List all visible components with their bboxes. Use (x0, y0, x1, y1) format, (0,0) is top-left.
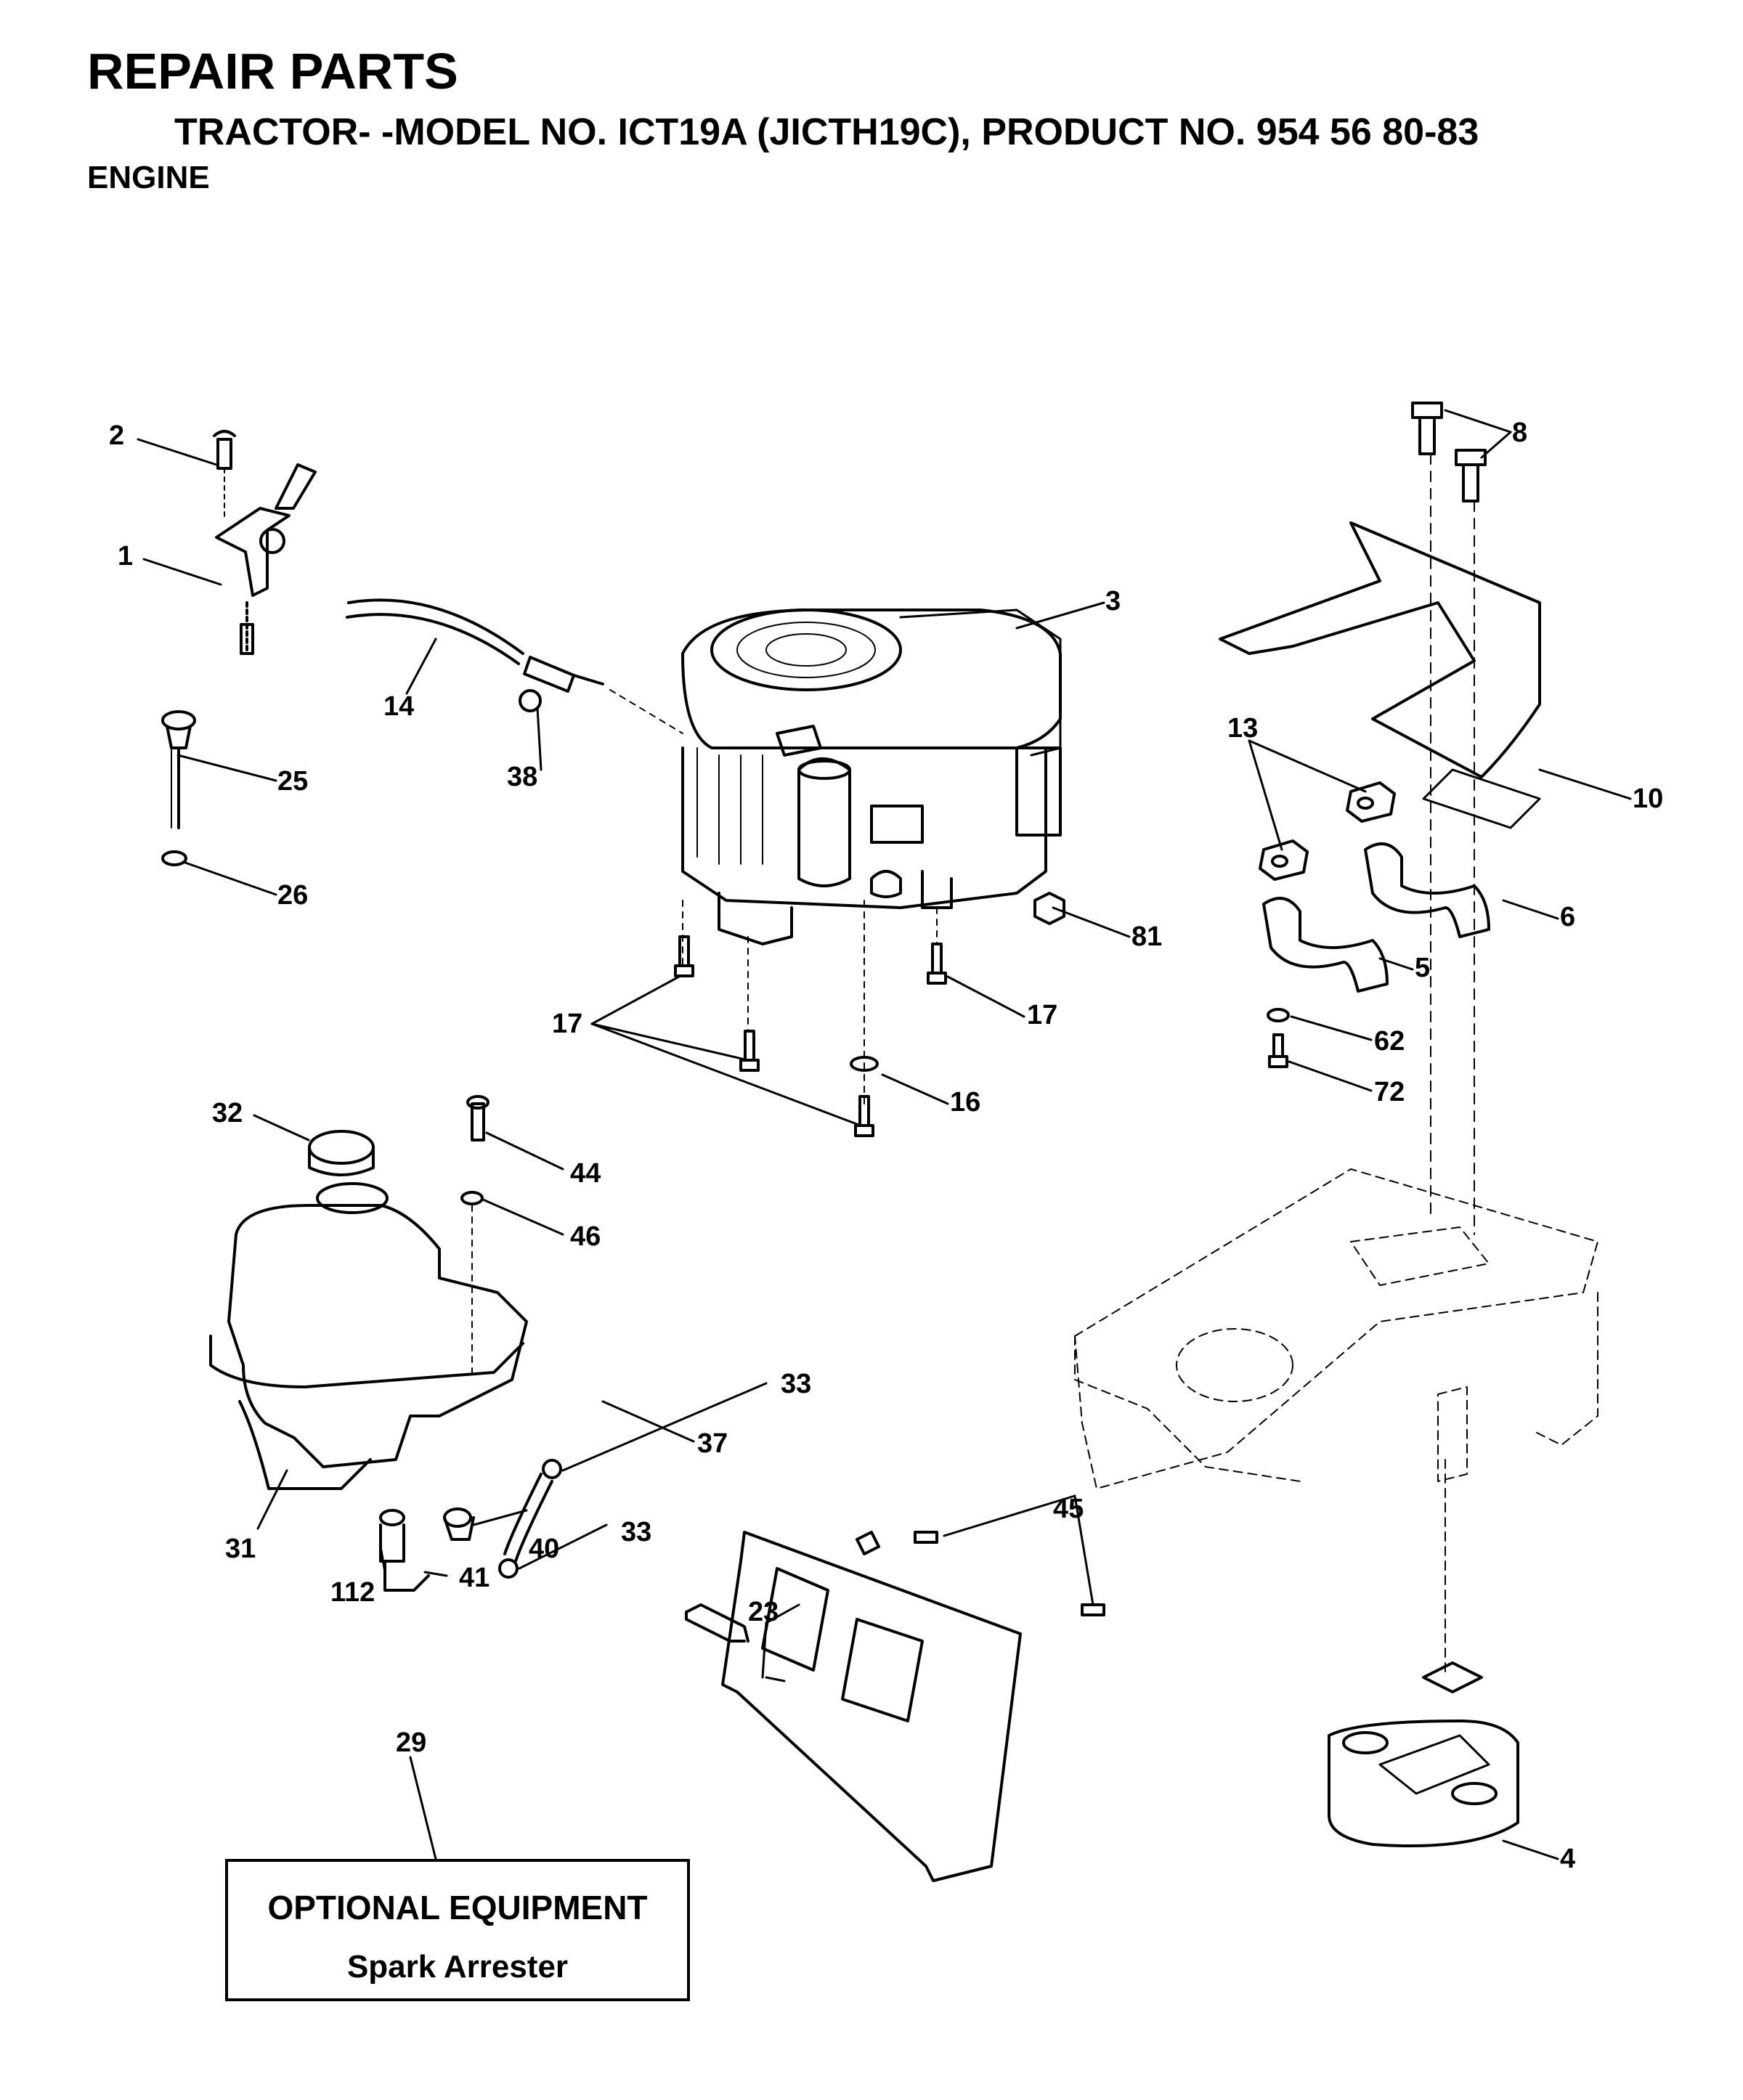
callout-72: 72 (1374, 1077, 1405, 1107)
fuel-hose (379, 1459, 562, 1592)
callout-38: 38 (507, 762, 537, 792)
heat-shield (1219, 402, 1541, 1235)
callout-46: 46 (570, 1221, 601, 1252)
callout-32: 32 (212, 1098, 243, 1128)
callout-13: 13 (1227, 713, 1258, 744)
callout-8: 8 (1512, 418, 1527, 448)
callout-37: 37 (697, 1428, 728, 1459)
callout-41: 41 (459, 1563, 489, 1593)
section-heading: ENGINE (87, 160, 210, 195)
fuel-line (346, 598, 604, 712)
optional-equipment-heading: OPTIONAL EQUIPMENT (267, 1889, 648, 1926)
muffler (1328, 1661, 1519, 1847)
callout-45: 45 (1053, 1494, 1084, 1524)
throttle-control (213, 430, 317, 655)
fuel-tank (209, 1095, 528, 1490)
exhaust-pipes (1259, 781, 1490, 1068)
callout-labels: 2 1 3 4 5 6 8 10 13 14 16 17 17 23 25 26… (109, 418, 1663, 1874)
mounting-bolts (674, 892, 1065, 1137)
callout-17a: 17 (552, 1009, 582, 1039)
callout-81: 81 (1131, 921, 1162, 952)
callout-31: 31 (225, 1534, 256, 1564)
callout-14: 14 (383, 691, 414, 722)
callout-33a: 33 (781, 1369, 811, 1399)
callout-25: 25 (277, 766, 308, 797)
callout-3: 3 (1105, 586, 1121, 616)
callout-6: 6 (1560, 902, 1575, 932)
callout-40: 40 (529, 1534, 559, 1564)
callout-33b: 33 (621, 1517, 651, 1547)
callout-44: 44 (570, 1158, 601, 1189)
callout-17b: 17 (1027, 1000, 1057, 1030)
callout-23: 23 (748, 1597, 779, 1627)
choke-knob (161, 710, 196, 866)
page-title: REPAIR PARTS (87, 43, 458, 99)
callout-1: 1 (118, 541, 133, 571)
callout-5: 5 (1415, 953, 1430, 983)
callout-16: 16 (950, 1087, 980, 1118)
callout-112: 112 (330, 1577, 375, 1608)
callout-4: 4 (1560, 1844, 1575, 1874)
callout-62: 62 (1374, 1026, 1405, 1057)
model-subtitle: TRACTOR- -MODEL NO. ICT19A (JICTH19C), P… (174, 111, 1479, 153)
callout-29: 29 (396, 1727, 426, 1758)
callout-2: 2 (109, 420, 124, 451)
tractor-frame (1074, 1168, 1598, 1678)
shield-plate (685, 1531, 1105, 1882)
callout-26: 26 (277, 880, 308, 911)
callout-10: 10 (1633, 784, 1663, 814)
engine (609, 609, 1062, 1104)
optional-equipment-box: OPTIONAL EQUIPMENT Spark Arrester (225, 1859, 690, 2001)
leader-lines (137, 409, 1632, 1860)
optional-equipment-item: Spark Arrester (346, 1949, 569, 1985)
